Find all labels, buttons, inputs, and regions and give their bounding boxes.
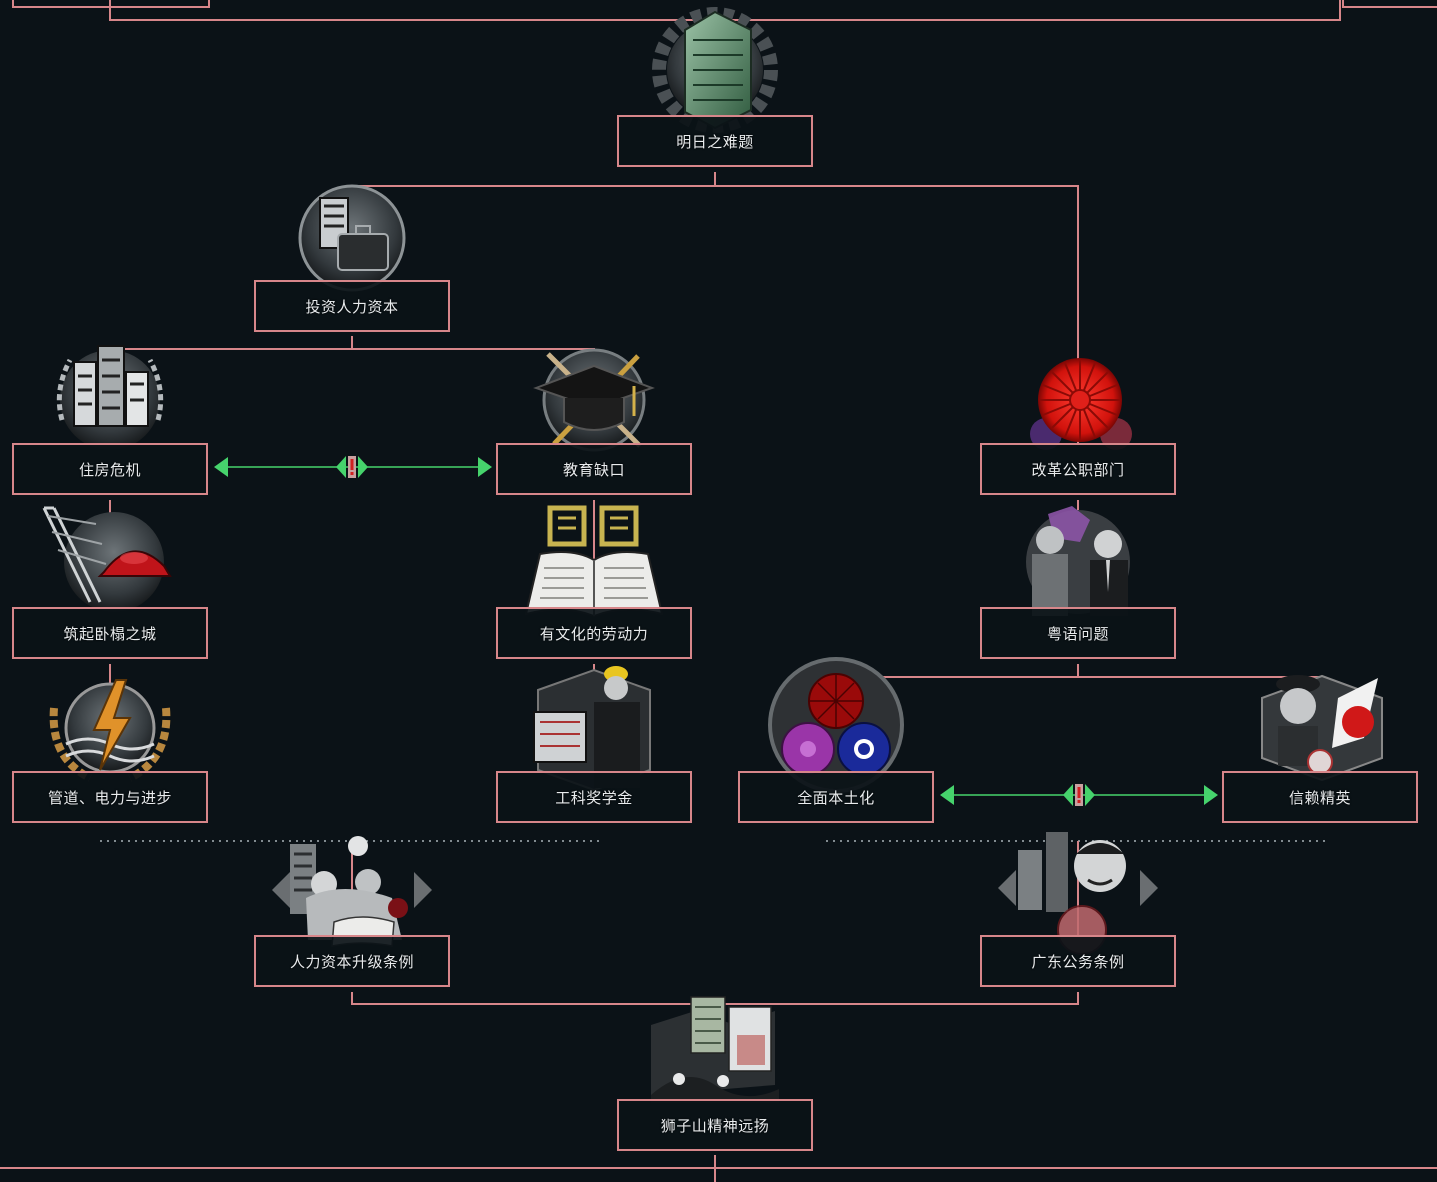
connector-mingri-split	[351, 172, 1079, 443]
connector-bottom-exit	[0, 1155, 1437, 1182]
connector-touzi-split	[109, 336, 595, 443]
mutually-exclusive-icon	[1063, 784, 1095, 806]
focus-offscreen-left[interactable]	[12, 0, 210, 8]
focus-guangdong[interactable]: 广东公务条例	[980, 935, 1176, 987]
city-night-icon	[651, 996, 779, 1103]
focus-zhuqi[interactable]: 筑起卧榻之城	[12, 607, 208, 659]
lightning-bolt-icon	[49, 679, 171, 782]
officer-portrait-icon	[1261, 674, 1383, 782]
focus-label: 住房危机	[78, 460, 141, 479]
focus-label: 工科奖学金	[555, 788, 633, 807]
focus-jiaoyu[interactable]: 教育缺口	[496, 443, 692, 495]
focus-label: 粤语问题	[1046, 624, 1109, 643]
focus-label: 明日之难题	[676, 132, 754, 151]
connector-yueyu-split	[835, 664, 1321, 771]
focus-label: 有文化的劳动力	[539, 624, 649, 643]
focus-gaige[interactable]: 改革公职部门	[980, 443, 1176, 495]
focus-xinlai[interactable]: 信赖精英	[1222, 771, 1418, 823]
focus-gongke[interactable]: 工科奖学金	[496, 771, 692, 823]
exclusive-link-localization-elite	[940, 784, 1218, 806]
briefcase-building-icon	[298, 184, 406, 292]
focus-offscreen-right[interactable]	[1342, 0, 1437, 8]
focus-label: 管道、电力与进步	[47, 788, 172, 807]
green-skyscraper-gear-icon	[652, 7, 778, 133]
focus-touzi[interactable]: 投资人力资本	[254, 280, 450, 332]
family-portrait-icon	[272, 836, 432, 947]
focus-yueyu[interactable]: 粤语问题	[980, 607, 1176, 659]
focus-label: 投资人力资本	[305, 297, 399, 316]
focus-label: 狮子山精神远扬	[660, 1116, 770, 1135]
focus-mingri[interactable]: 明日之难题	[617, 115, 813, 167]
focus-quanmian[interactable]: 全面本土化	[738, 771, 934, 823]
focus-guandao[interactable]: 管道、电力与进步	[12, 771, 208, 823]
focus-label: 人力资本升级条例	[289, 952, 414, 971]
focus-renli[interactable]: 人力资本升级条例	[254, 935, 450, 987]
exclusive-link-housing-education	[214, 456, 492, 478]
graduation-cap-icon	[533, 348, 655, 452]
focus-label: 信赖精英	[1288, 788, 1351, 807]
focus-youwenhua[interactable]: 有文化的劳动力	[496, 607, 692, 659]
focus-label: 筑起卧榻之城	[63, 624, 157, 643]
focus-label: 教育缺口	[562, 460, 625, 479]
engineer-blueprint-icon	[533, 666, 651, 792]
focus-label: 全面本土化	[797, 788, 875, 807]
focus-label: 广东公务条例	[1031, 952, 1125, 971]
smiling-man-portrait-icon	[998, 832, 1158, 955]
focus-shizishan[interactable]: 狮子山精神远扬	[617, 1099, 813, 1151]
housing-crisis-buildings-icon	[56, 345, 164, 450]
focus-zhufang[interactable]: 住房危机	[12, 443, 208, 495]
red-chrysanthemum-icon	[1030, 358, 1132, 450]
mutually-exclusive-icon	[336, 456, 368, 478]
crane-hardhat-icon	[42, 506, 172, 612]
officials-portrait-icon	[1026, 506, 1130, 616]
focus-label: 改革公职部门	[1031, 460, 1125, 479]
